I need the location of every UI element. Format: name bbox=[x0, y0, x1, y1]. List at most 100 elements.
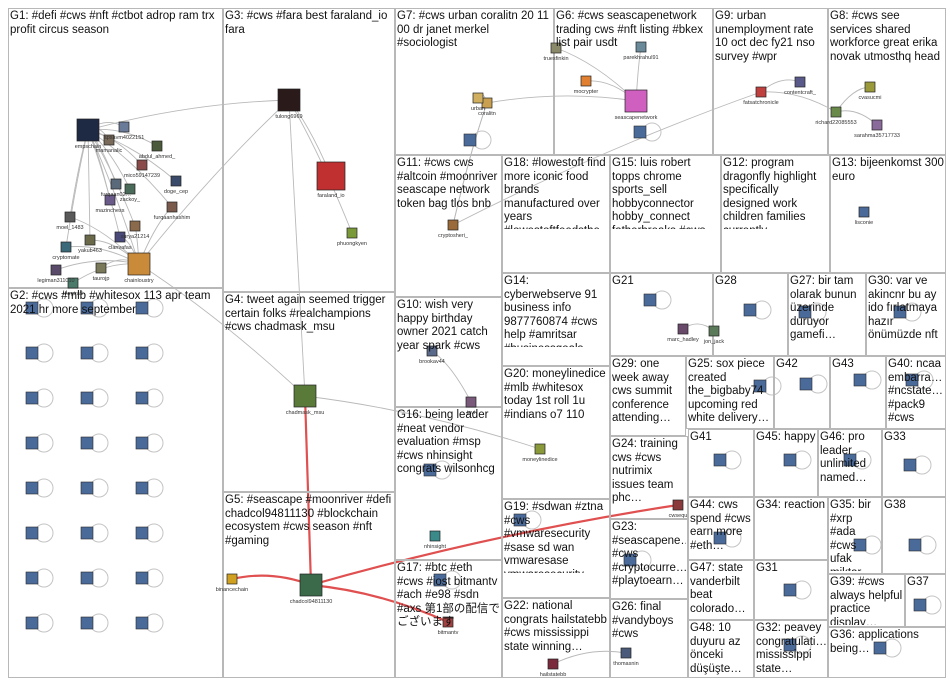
node-truesfinkin bbox=[550, 42, 562, 54]
node bbox=[913, 598, 927, 612]
node-moel-1483 bbox=[64, 211, 76, 223]
node-labels-layer: empschainapsavm4022151mamanalicabdul_ahm… bbox=[37, 55, 900, 678]
node-moneylinedice bbox=[534, 443, 546, 455]
group-label-g24: G24: training cws #cws nutrimix issues t… bbox=[612, 438, 682, 504]
node-seascapenetwork bbox=[624, 89, 648, 113]
group-label-g13: G13: bijeenkomst 300 euro bbox=[832, 157, 944, 183]
node-label: mocrypter bbox=[574, 89, 599, 95]
group-label-g23: G23: #seascapene… #cws #cryptocurre… #pl… bbox=[612, 521, 686, 587]
node bbox=[25, 391, 39, 405]
node bbox=[80, 436, 94, 450]
node-label: yakub463 bbox=[78, 248, 102, 254]
node-label: apsavm4022151 bbox=[104, 135, 145, 141]
group-box-g12 bbox=[721, 155, 830, 273]
node-cryptosheri- bbox=[447, 219, 459, 231]
node-brookav44 bbox=[426, 345, 438, 357]
edge bbox=[138, 99, 290, 265]
edge bbox=[310, 503, 679, 587]
node-chadcol94811130 bbox=[299, 573, 323, 597]
group-label-g2: G2: #cws #mlb #whitesox 113 apr team 202… bbox=[10, 290, 214, 316]
edge bbox=[304, 395, 541, 450]
node-label: bitmantv bbox=[438, 630, 459, 636]
node bbox=[25, 481, 39, 495]
group-label-g39: G39: #cws always helpful practice displa… bbox=[830, 576, 903, 625]
group-label-g21: G21 bbox=[612, 275, 634, 287]
group-box-g20 bbox=[502, 366, 610, 499]
edge bbox=[87, 129, 140, 265]
node bbox=[80, 616, 94, 630]
node-jon-jack bbox=[708, 325, 720, 337]
node-label: brookav44 bbox=[419, 359, 445, 365]
node bbox=[135, 436, 149, 450]
node bbox=[753, 379, 767, 393]
node-label: moneylinedice bbox=[522, 457, 557, 463]
node-label: contentcraft_ bbox=[784, 90, 817, 96]
node-legiman311010 bbox=[50, 264, 62, 276]
group-label-g25: G25: sox piece created the_bigbaby74 upc… bbox=[688, 358, 770, 424]
node bbox=[80, 301, 94, 315]
group-label-g20: G20: moneylinedice #mlb #whitesox today … bbox=[504, 368, 606, 421]
node bbox=[713, 531, 727, 545]
node bbox=[135, 391, 149, 405]
node-label: sarahma35717733 bbox=[854, 133, 900, 139]
edge bbox=[231, 574, 312, 587]
node-chadmask-msu bbox=[293, 384, 317, 408]
group-box-g31 bbox=[754, 560, 828, 620]
group-box-g7 bbox=[395, 8, 554, 155]
node-cryptomate bbox=[60, 241, 72, 253]
group-box-g26 bbox=[610, 599, 688, 678]
group-box-g13 bbox=[830, 155, 946, 273]
group-label-g6: G6: #cws seascapenetwork trading cws #nf… bbox=[556, 10, 707, 49]
node-label: javi bbox=[466, 410, 475, 416]
group-box-g38 bbox=[882, 497, 946, 574]
group-box-g36 bbox=[828, 627, 946, 678]
node bbox=[25, 436, 39, 450]
node-label: lisconie bbox=[855, 220, 873, 226]
node-bitmantv bbox=[442, 616, 454, 628]
group-label-g11: G11: #cws cws #altcoin #moonriver seasca… bbox=[397, 157, 498, 210]
node-empschain bbox=[76, 118, 100, 142]
node bbox=[135, 481, 149, 495]
group-label-g22: G22: national congrats hailstatebb #cws … bbox=[504, 600, 607, 653]
node bbox=[423, 463, 437, 477]
node bbox=[843, 453, 857, 467]
node-label: chadcol94811130 bbox=[290, 599, 333, 605]
edge bbox=[288, 99, 353, 234]
group-box-g34 bbox=[754, 497, 828, 560]
group-label-g16: G16: being leader #neat vendor evaluatio… bbox=[397, 409, 495, 475]
group-box-g16 bbox=[395, 407, 502, 560]
node-label: parekhrahul91 bbox=[623, 55, 658, 61]
group-box-g5 bbox=[223, 492, 395, 678]
node bbox=[25, 301, 39, 315]
node bbox=[80, 346, 94, 360]
node-contentcraft- bbox=[794, 76, 806, 88]
group-label-g40: G40: ncaa embarra… #ncstate… #pack9 #cws bbox=[888, 358, 943, 424]
node-hailstatebb bbox=[547, 658, 559, 670]
edge bbox=[760, 91, 837, 113]
group-label-g46: G46: pro leader unlimited named… bbox=[820, 431, 870, 484]
node bbox=[80, 391, 94, 405]
edge bbox=[452, 102, 488, 226]
group-box-g19 bbox=[502, 499, 610, 598]
node bbox=[908, 538, 922, 552]
group-box-g15 bbox=[610, 155, 721, 273]
node-label: taurojp bbox=[93, 276, 110, 282]
group-label-g5: G5: #seascape #moonriver #defi chadcol94… bbox=[225, 494, 392, 547]
group-label-g36: G36: applications being… bbox=[830, 629, 923, 655]
node bbox=[135, 616, 149, 630]
node-doge-cep bbox=[170, 175, 182, 187]
node-label: legiman311010 bbox=[37, 278, 74, 284]
group-label-g12: G12: program dragonfly highlight specifi… bbox=[723, 157, 817, 229]
group-box-g21 bbox=[610, 273, 713, 356]
group-box-g9 bbox=[713, 8, 828, 155]
group-label-g3: G3: #cws #fara best faraland_io fara bbox=[225, 10, 391, 36]
node-mico59147239 bbox=[136, 159, 148, 171]
node-label: thegira5 bbox=[63, 291, 83, 297]
group-label-g44: G44: cws spend #cws earn more #eth… bbox=[690, 499, 751, 552]
node bbox=[25, 571, 39, 585]
node-mazinchess bbox=[104, 194, 116, 206]
group-label-g34: G34: reaction bbox=[756, 499, 826, 511]
node-label: surya21214 bbox=[121, 234, 150, 240]
node bbox=[25, 526, 39, 540]
